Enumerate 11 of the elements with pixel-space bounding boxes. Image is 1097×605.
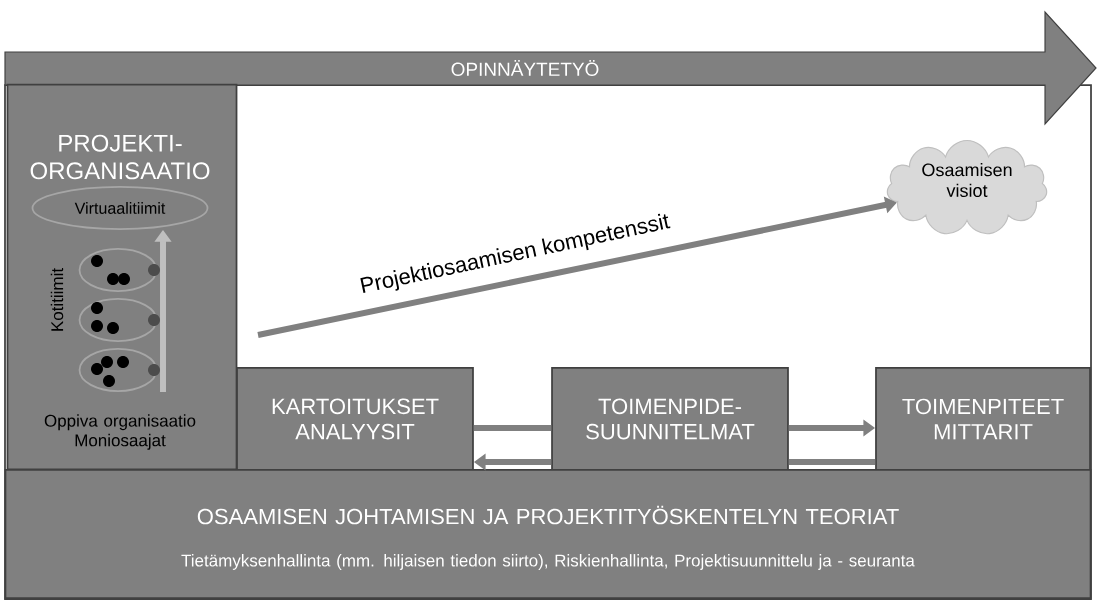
node-label: OPINNÄYTETYÖ <box>451 59 599 77</box>
process-box: TOIMENPIDE- SUUNNITELMAT <box>551 367 789 471</box>
team-ellipse <box>78 298 160 342</box>
panel-note: Oppiva organisaatio Moniosaajat <box>44 414 196 450</box>
team-ellipse <box>78 248 160 292</box>
panel-heading: PROJEKTI- ORGANISAATIO <box>30 134 210 180</box>
cloud: Osaamisen visiot <box>886 139 1048 235</box>
process-box: KARTOITUKSET ANALYYSIT <box>236 367 474 471</box>
process-box: TOIMENPITEET MITTARIT <box>875 367 1091 471</box>
team-ellipse <box>78 348 160 392</box>
rotated-label: Kotitiimit <box>50 268 64 331</box>
